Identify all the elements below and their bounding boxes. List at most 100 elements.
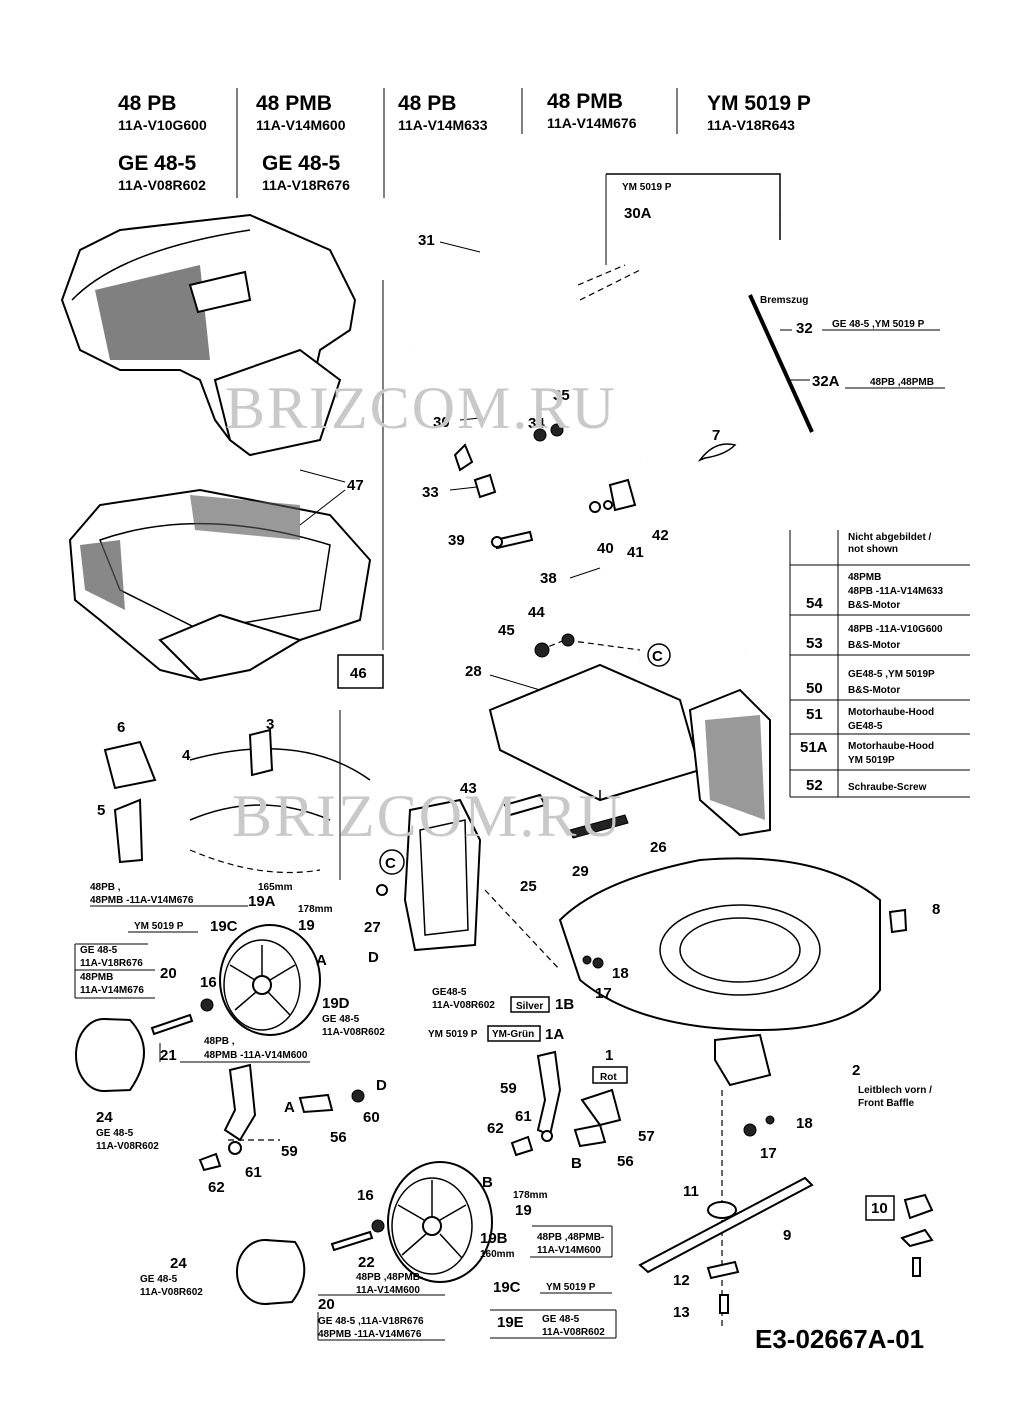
reference-marker: C	[385, 855, 396, 872]
part-number: 19E	[497, 1314, 524, 1331]
model-note: GE 48-5	[96, 1128, 134, 1139]
reference-marker: D	[368, 949, 379, 966]
part-number: 40	[597, 540, 614, 557]
part-number: 30	[433, 414, 450, 431]
model-code: 11A-V10G600	[118, 117, 207, 133]
height-adjuster-left: A D 60 56 59 61 62	[198, 1063, 387, 1196]
part-number: 17	[595, 985, 612, 1002]
rear-wheel-group: B 178mm 19 19B 160mm 48PB ,48PMB- 11A-V1…	[140, 1161, 617, 1341]
model-note: 48PMB -11A-V14M676	[90, 895, 194, 906]
part-number: 59	[500, 1080, 517, 1097]
part-number: 10	[871, 1200, 888, 1217]
note-label: Front Baffle	[858, 1098, 915, 1109]
part-number: 7	[712, 427, 720, 444]
part-number: 21	[160, 1047, 177, 1064]
height-adjuster-right: 59 57 56 B 61 62	[487, 1050, 655, 1172]
part-number: 34	[528, 415, 545, 432]
model-note: 11A-V08R602	[322, 1027, 385, 1038]
model-code: 11A-V14M600	[256, 117, 346, 133]
model-code: 11A-V14M676	[547, 115, 637, 131]
size-note: 178mm	[298, 904, 333, 915]
table-row-number: 50	[806, 680, 823, 697]
model-code: 11A-V18R643	[707, 117, 795, 133]
part-number: 46	[350, 665, 367, 682]
table-row-number: 52	[806, 777, 823, 794]
part-number: 45	[498, 622, 515, 639]
part-number: 19C	[493, 1279, 521, 1296]
part-number: 2	[852, 1062, 860, 1079]
model-note: 48PMB -11A-V14M600	[204, 1050, 308, 1061]
model-note: 11A-V08R602	[96, 1141, 159, 1152]
model-code: 11A-V08R602	[118, 177, 206, 193]
table-cell: GE48-5	[848, 721, 883, 732]
part-number: 19A	[248, 893, 276, 910]
part-number: 33	[422, 484, 439, 501]
model-name: 48 PMB	[256, 92, 332, 115]
model-note: GE 48-5	[140, 1274, 178, 1285]
part-number: 18	[612, 965, 629, 982]
part-number: 1A	[545, 1026, 564, 1043]
part-number: 60	[363, 1109, 380, 1126]
reference-marker: C	[652, 648, 663, 665]
part-number: 43	[460, 780, 477, 797]
part-number: 11	[683, 1183, 699, 1200]
not-shown-table: Nicht abgebildet / not shown 54 48PMB 48…	[789, 530, 970, 798]
table-cell: 48PB -11A-V14M633	[848, 586, 943, 597]
model-note: 11A-V14M600	[537, 1245, 601, 1256]
part-number: 5	[97, 802, 105, 819]
model-note: GE 48-5 ,YM 5019 P	[832, 319, 925, 330]
part-number: 41	[627, 544, 644, 561]
brake-cable: Bremszug 32 GE 48-5 ,YM 5019 P 32A 48PB …	[748, 294, 945, 433]
part-number: 24	[170, 1255, 187, 1272]
motor-hood-assembly: 28 43 29 26 25 C 27 D	[364, 663, 771, 971]
table-row-number: 51	[806, 706, 823, 723]
size-note: 178mm	[513, 1190, 548, 1201]
part-number: 35	[553, 387, 570, 404]
part-number: 1	[605, 1047, 613, 1064]
grass-catcher-assembly: 47 46	[60, 213, 384, 880]
part-number: 38	[540, 570, 557, 587]
part-number: 19C	[210, 918, 238, 935]
part-number: 26	[650, 839, 667, 856]
reference-marker: B	[571, 1155, 582, 1172]
table-row-number: 53	[806, 635, 823, 652]
rear-flap-parts: 6 3 4 5	[97, 716, 371, 874]
reference-marker: B	[482, 1174, 493, 1191]
part-number: 57	[638, 1128, 655, 1145]
blade-assembly: 11 9 12 13 10	[638, 1090, 934, 1330]
part-number: 56	[617, 1153, 634, 1170]
part-number: 32A	[812, 373, 840, 390]
part-number: 19	[298, 917, 315, 934]
table-cell: Schraube-Screw	[848, 782, 927, 793]
model-name: YM 5019 P	[707, 92, 811, 115]
model-note: GE 48-5 ,11A-V18R676	[318, 1316, 424, 1327]
watermark: BRIZCOM.RU	[225, 375, 617, 441]
part-number: 6	[117, 719, 125, 736]
model-note: 48PB ,	[90, 882, 121, 893]
part-number: 29	[572, 863, 589, 880]
reference-marker: A	[316, 952, 327, 969]
model-note: GE48-5	[432, 987, 467, 998]
model-code: 11A-V18R676	[262, 177, 350, 193]
note-label: Leitblech vorn /	[858, 1085, 932, 1096]
part-number: 13	[673, 1304, 690, 1321]
model-note: 11A-V14M676	[80, 985, 144, 996]
size-note: 160mm	[480, 1249, 515, 1260]
part-number: 16	[357, 1187, 374, 1204]
part-number: 18	[796, 1115, 813, 1132]
part-number: 62	[208, 1179, 225, 1196]
part-number: 4	[182, 747, 191, 764]
model-note: 48PB ,48PMB-	[537, 1232, 604, 1243]
model-note: 11A-V08R602	[140, 1287, 203, 1298]
part-number: 42	[652, 527, 669, 544]
part-number: 59	[281, 1143, 298, 1160]
reference-marker: A	[284, 1099, 295, 1116]
model-header: 48 PB 11A-V10G600 48 PMB 11A-V14M600 48 …	[118, 88, 811, 198]
color-note: Silver	[516, 1001, 543, 1012]
table-cell: B&S-Motor	[848, 640, 900, 651]
part-number: 19D	[322, 995, 350, 1012]
model-code: 11A-V14M633	[398, 117, 488, 133]
part-number: 31	[418, 232, 435, 249]
part-number: 24	[96, 1109, 113, 1126]
size-note: 165mm	[258, 882, 293, 893]
